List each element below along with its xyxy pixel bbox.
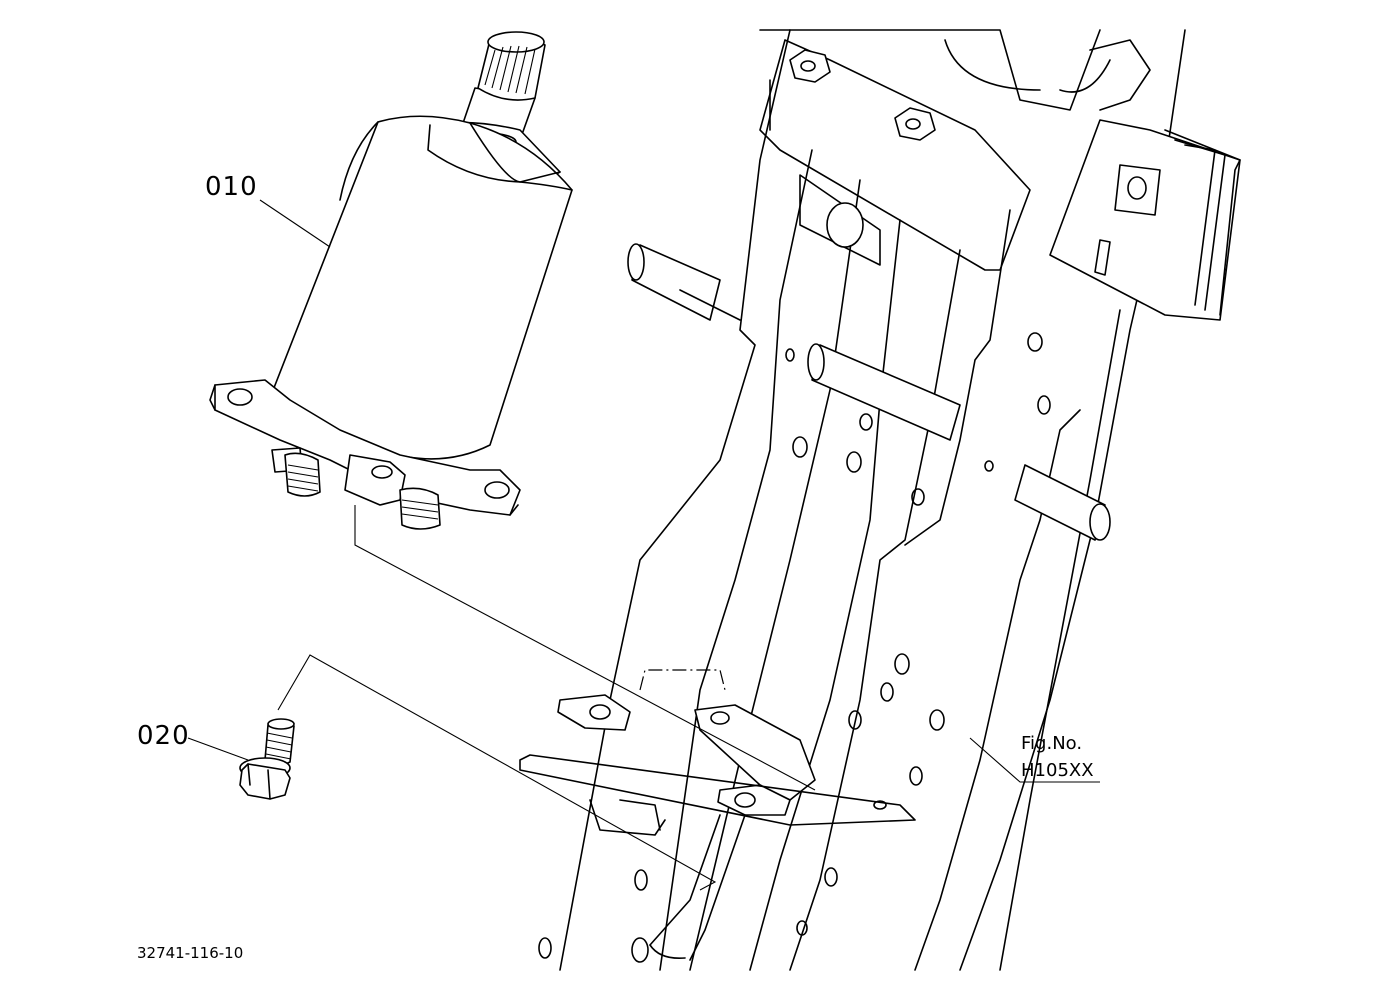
callout-010: 010 [205,172,258,202]
part-020-bolt [239,718,295,800]
fitting-right [399,487,441,530]
leader-lines [187,199,1100,891]
steering-frame [519,29,1241,971]
callout-020: 020 [137,721,190,751]
figure-label: Fig.No. [1021,733,1083,754]
drawing-code: 32741-116-10 [137,944,244,962]
part-010-motor [209,31,573,530]
figure-number: H105XX [1021,760,1094,781]
fitting-left [271,447,321,497]
